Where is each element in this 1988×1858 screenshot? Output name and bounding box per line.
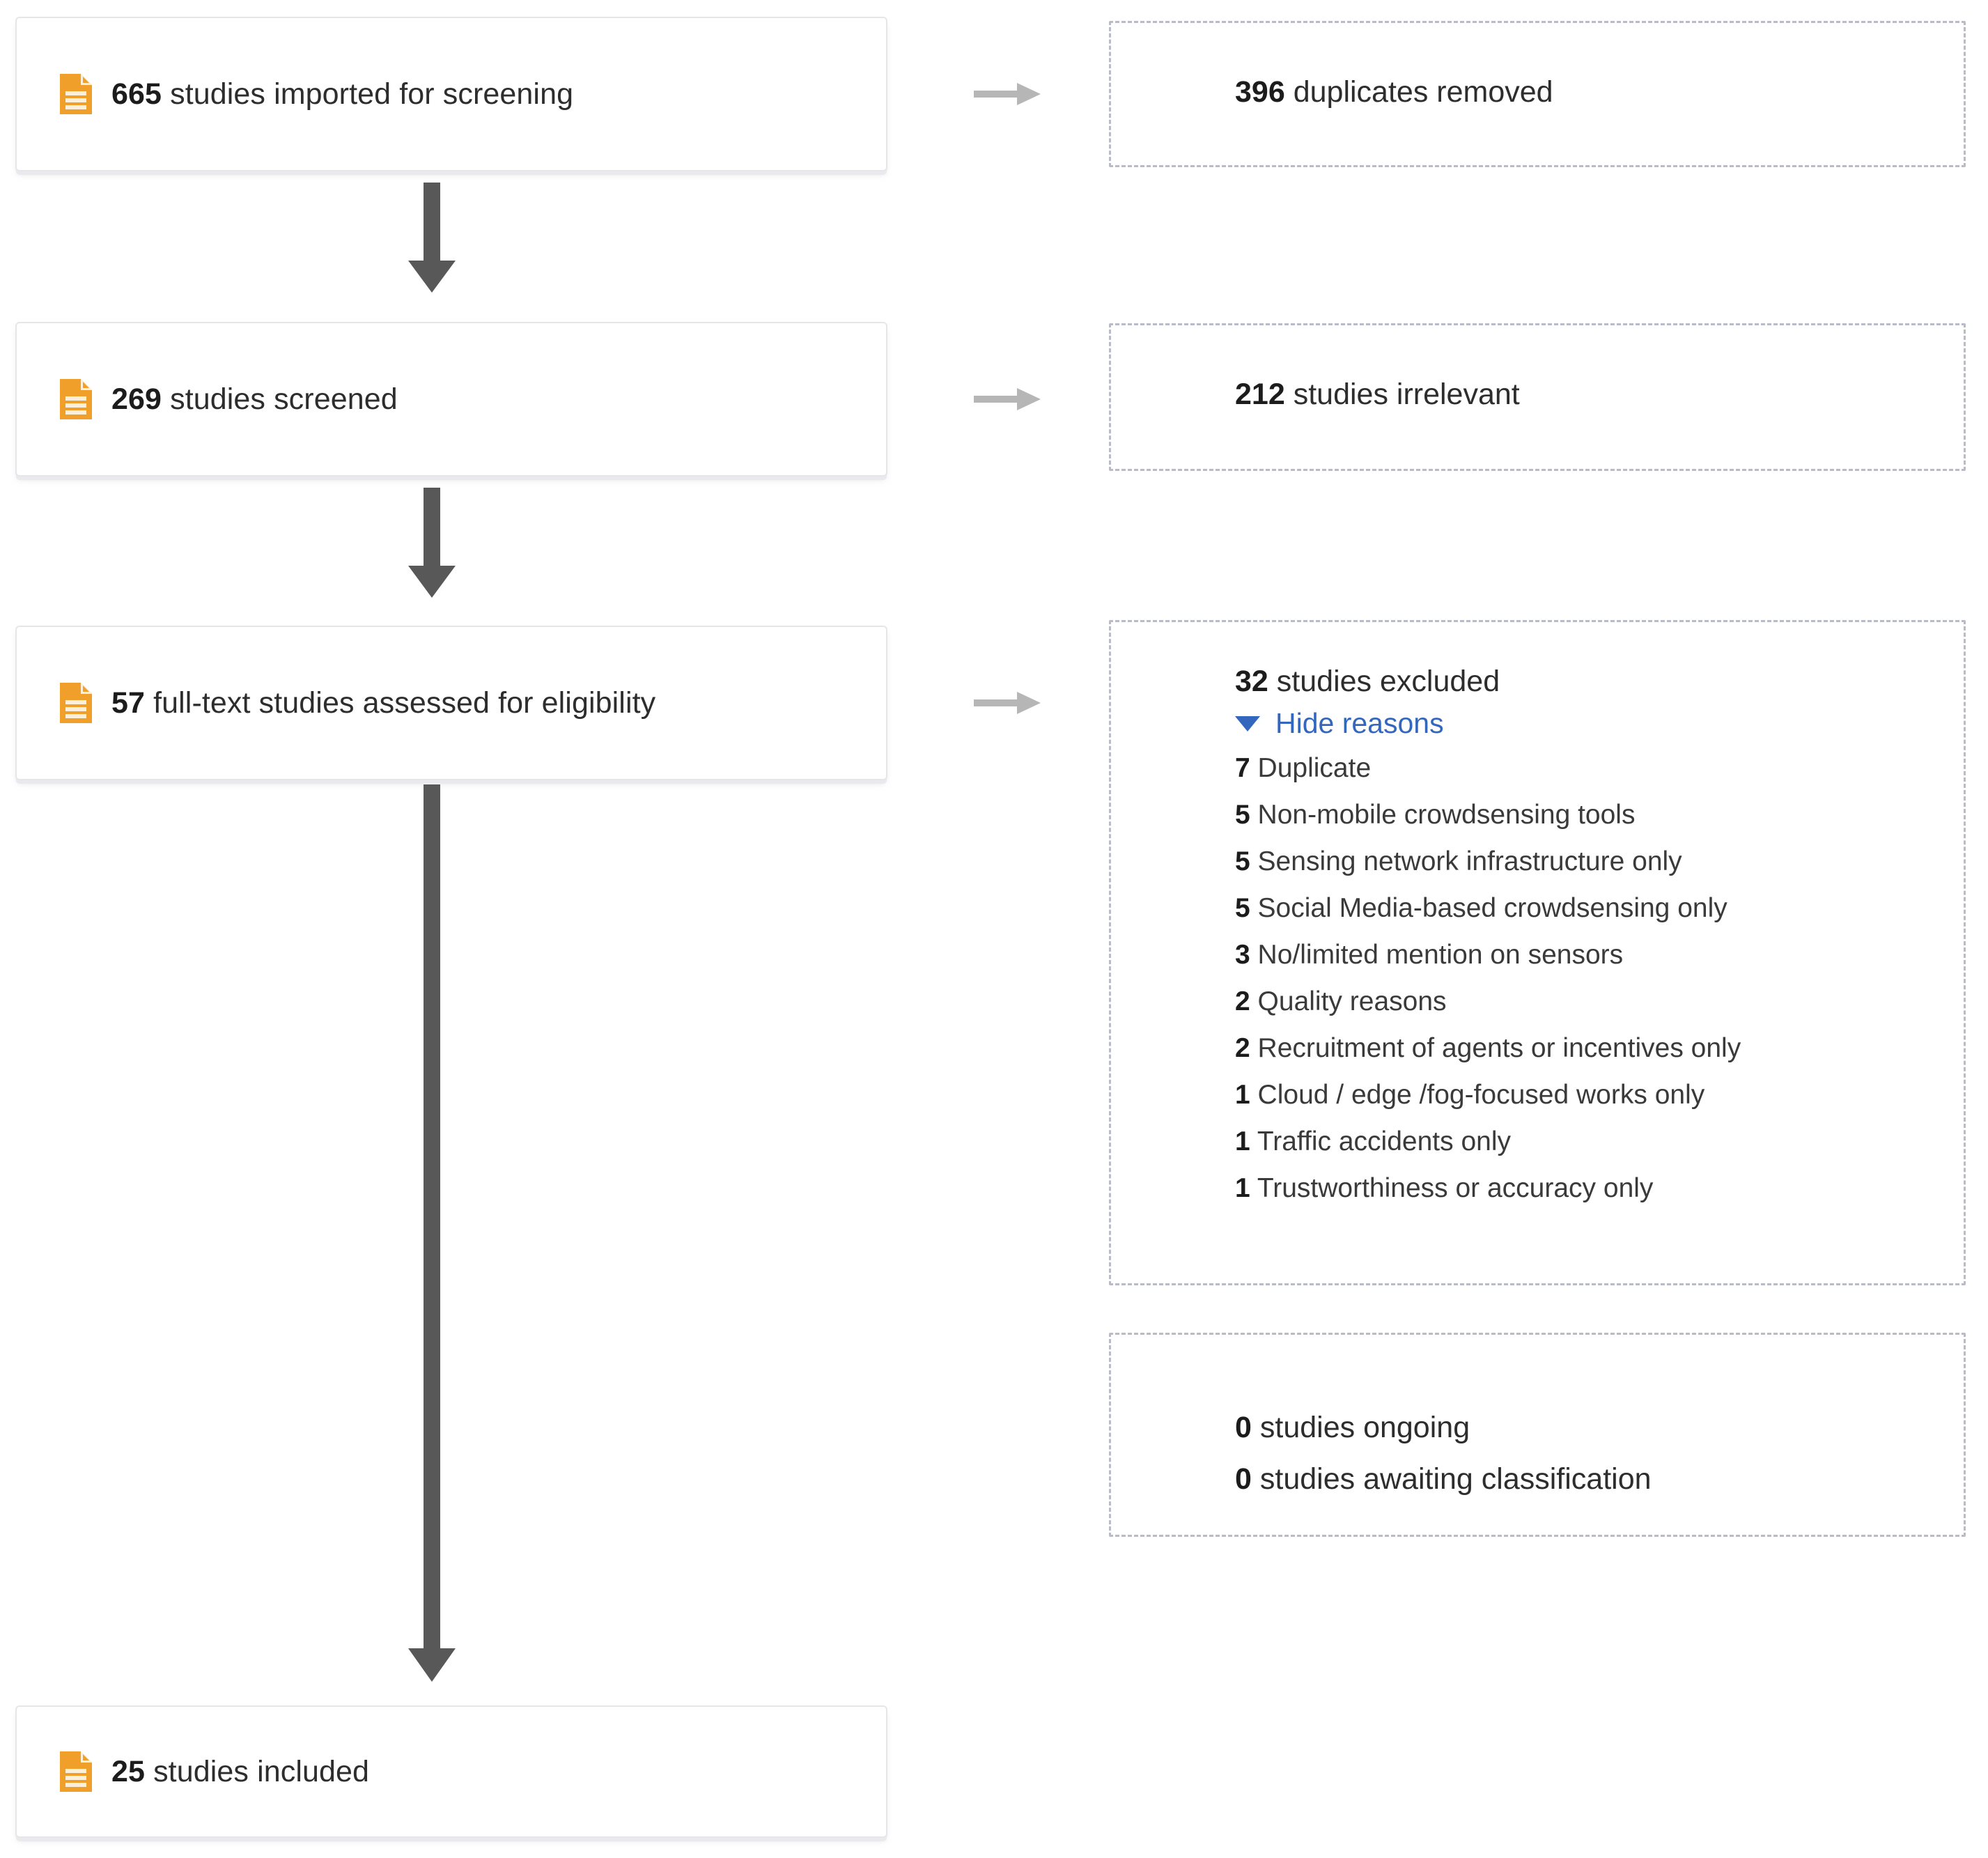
node-label: 665 studies imported for screening xyxy=(111,79,573,109)
irrelevant-label: studies irrelevant xyxy=(1293,378,1520,411)
hide-reasons-toggle[interactable]: Hide reasons xyxy=(1235,709,1444,738)
reason-item: 7 Duplicate xyxy=(1235,745,1964,791)
excluded-count: 32 xyxy=(1235,665,1268,698)
node-studies-imported[interactable]: 665 studies imported for screening xyxy=(15,17,887,171)
reason-item: 5 Non-mobile crowdsensing tools xyxy=(1235,791,1964,838)
irrelevant-count: 212 xyxy=(1235,378,1285,411)
node-count: 57 xyxy=(111,686,146,720)
reason-label: Non-mobile crowdsensing tools xyxy=(1257,800,1636,830)
reason-count: 5 xyxy=(1235,893,1250,923)
document-icon xyxy=(60,74,92,114)
reason-label: No/limited mention on sensors xyxy=(1257,940,1624,970)
document-icon xyxy=(60,379,92,419)
node-count: 665 xyxy=(111,77,162,111)
reason-count: 1 xyxy=(1235,1127,1250,1156)
reason-label: Traffic accidents only xyxy=(1257,1127,1512,1156)
duplicates-label: duplicates removed xyxy=(1293,75,1553,109)
reason-count: 5 xyxy=(1235,800,1250,830)
reason-item: 5 Sensing network infrastructure only xyxy=(1235,838,1964,885)
reason-count: 1 xyxy=(1235,1173,1250,1203)
status-line-ongoing: 0 studies ongoing xyxy=(1235,1402,1964,1453)
node-text: studies included xyxy=(153,1754,370,1788)
awaiting-count: 0 xyxy=(1235,1462,1252,1496)
side-box-duplicates-removed: 396 duplicates removed xyxy=(1109,21,1966,167)
node-studies-included[interactable]: 25 studies included xyxy=(15,1705,887,1838)
node-text: full-text studies assessed for eligibili… xyxy=(153,686,656,720)
awaiting-label: studies awaiting classification xyxy=(1259,1462,1652,1496)
reason-label: Cloud / edge /fog-focused works only xyxy=(1257,1080,1705,1110)
reason-item: 1 Trustworthiness or accuracy only xyxy=(1235,1165,1964,1211)
reason-item: 5 Social Media-based crowdsensing only xyxy=(1235,885,1964,931)
ongoing-label: studies ongoing xyxy=(1259,1411,1470,1444)
reason-item: 3 No/limited mention on sensors xyxy=(1235,931,1964,978)
reason-count: 2 xyxy=(1235,1033,1250,1063)
reason-item: 2 Recruitment of agents or incentives on… xyxy=(1235,1025,1964,1071)
reason-count: 7 xyxy=(1235,753,1250,783)
excluded-line: 32 studies excluded xyxy=(1235,667,1964,697)
reason-label: Duplicate xyxy=(1257,753,1372,783)
arrow-right-icon xyxy=(974,385,1041,413)
node-count: 25 xyxy=(111,1754,146,1788)
node-count: 269 xyxy=(111,382,162,416)
triangle-down-icon xyxy=(1235,715,1260,731)
node-fulltext-assessed[interactable]: 57 full-text studies assessed for eligib… xyxy=(15,626,887,780)
reason-item: 1 Traffic accidents only xyxy=(1235,1118,1964,1165)
arrow-right-icon xyxy=(974,80,1041,108)
node-text: studies screened xyxy=(170,382,398,416)
node-text: studies imported for screening xyxy=(170,77,574,111)
arrow-down-icon xyxy=(404,183,460,294)
reason-label: Recruitment of agents or incentives only xyxy=(1257,1033,1741,1063)
reason-label: Social Media-based crowdsensing only xyxy=(1257,893,1727,923)
document-icon xyxy=(60,683,92,723)
side-box-study-status: 0 studies ongoing 0 studies awaiting cla… xyxy=(1109,1333,1966,1537)
duplicates-line: 396 duplicates removed xyxy=(1235,77,1964,107)
excluded-label: studies excluded xyxy=(1276,665,1500,698)
reason-label: Quality reasons xyxy=(1257,986,1447,1016)
reason-count: 3 xyxy=(1235,940,1250,970)
node-label: 57 full-text studies assessed for eligib… xyxy=(111,688,655,718)
reason-count: 1 xyxy=(1235,1080,1250,1110)
node-label: 269 studies screened xyxy=(111,382,398,416)
document-icon xyxy=(60,1751,92,1792)
side-box-studies-excluded: 32 studies excluded Hide reasons 7 Dupli… xyxy=(1109,620,1966,1285)
arrow-down-icon xyxy=(404,784,460,1683)
hide-reasons-label: Hide reasons xyxy=(1275,707,1444,739)
reason-label: Sensing network infrastructure only xyxy=(1257,846,1682,876)
arrow-right-icon xyxy=(974,689,1041,717)
reason-item: 2 Quality reasons xyxy=(1235,978,1964,1025)
reason-count: 5 xyxy=(1235,846,1250,876)
duplicates-count: 396 xyxy=(1235,75,1285,109)
reason-item: 1 Cloud / edge /fog-focused works only xyxy=(1235,1071,1964,1118)
irrelevant-line: 212 studies irrelevant xyxy=(1235,380,1964,410)
side-box-studies-irrelevant: 212 studies irrelevant xyxy=(1109,323,1966,471)
node-label: 25 studies included xyxy=(111,1754,370,1788)
arrow-down-icon xyxy=(404,488,460,599)
reason-count: 2 xyxy=(1235,986,1250,1016)
node-studies-screened[interactable]: 269 studies screened xyxy=(15,322,887,477)
reason-label: Trustworthiness or accuracy only xyxy=(1257,1173,1654,1203)
ongoing-count: 0 xyxy=(1235,1411,1252,1444)
status-line-awaiting: 0 studies awaiting classification xyxy=(1235,1453,1964,1505)
